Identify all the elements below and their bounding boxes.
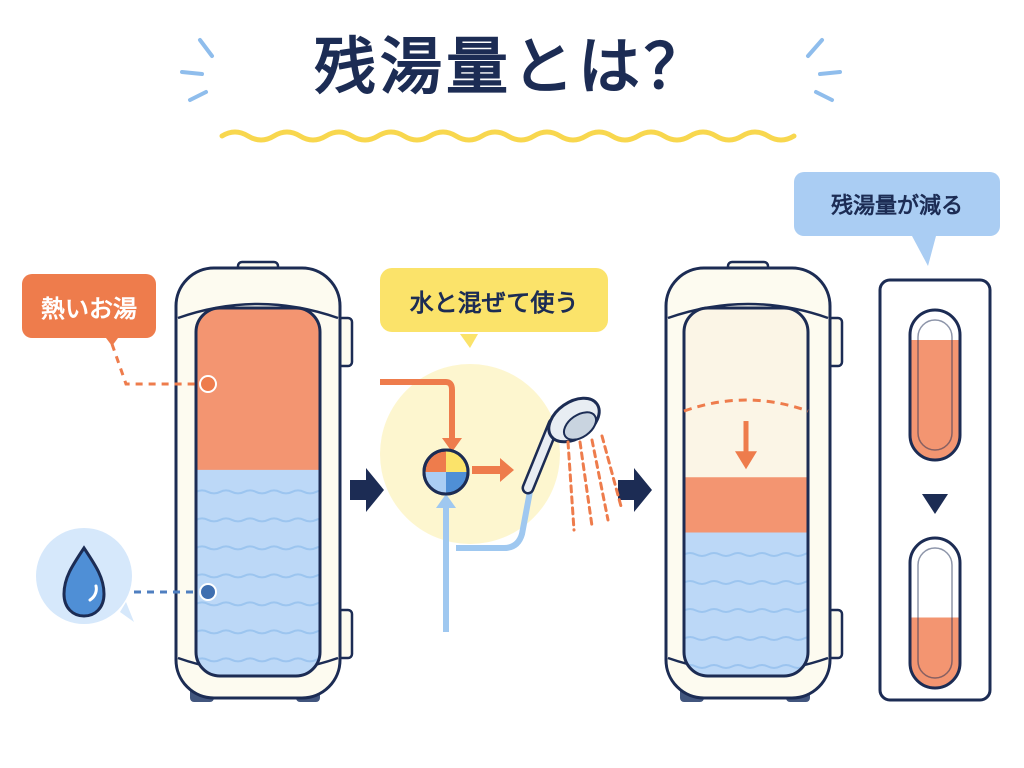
water-ripple	[196, 601, 320, 607]
water-ripple	[196, 573, 320, 579]
gauge-before	[908, 308, 962, 462]
water-ripple	[196, 517, 320, 523]
water-ripple	[684, 607, 808, 613]
hot-water-label: 熱いお湯	[22, 274, 156, 338]
page-title: 残湯量とは？	[313, 30, 710, 103]
water-ripple	[196, 629, 320, 635]
triangle-down-icon	[922, 494, 948, 514]
arrow-right-icon	[618, 468, 652, 512]
water-ripple	[196, 489, 320, 495]
water-heater-tank-full	[174, 260, 354, 702]
water-ripple	[196, 545, 320, 551]
water-ripple	[684, 551, 808, 557]
decrease-bubble-tail	[912, 236, 936, 266]
mixing-valve-icon	[422, 448, 470, 496]
mixing-area	[380, 334, 624, 632]
cold-water-pointer	[36, 528, 217, 624]
gauge-after	[908, 536, 962, 690]
water-drop-icon	[62, 545, 106, 618]
remaining-decreases-label: 残湯量が減る	[794, 172, 1000, 236]
water-ripple	[684, 579, 808, 585]
remaining-gauge-panel	[878, 278, 992, 702]
mix-with-water-label: 水と混ぜて使う	[380, 268, 608, 332]
title-wavy-underline	[219, 129, 797, 143]
hot-water-pointer	[106, 338, 217, 393]
arrow-right-icon	[350, 468, 384, 512]
water-ripple	[684, 635, 808, 641]
arrow-down-icon	[735, 421, 757, 470]
title-sparkles	[180, 38, 842, 102]
shower-head-icon	[521, 396, 601, 495]
water-heater-tank-used	[664, 260, 844, 702]
water-ripple	[196, 657, 320, 663]
shower-spray	[566, 434, 624, 532]
